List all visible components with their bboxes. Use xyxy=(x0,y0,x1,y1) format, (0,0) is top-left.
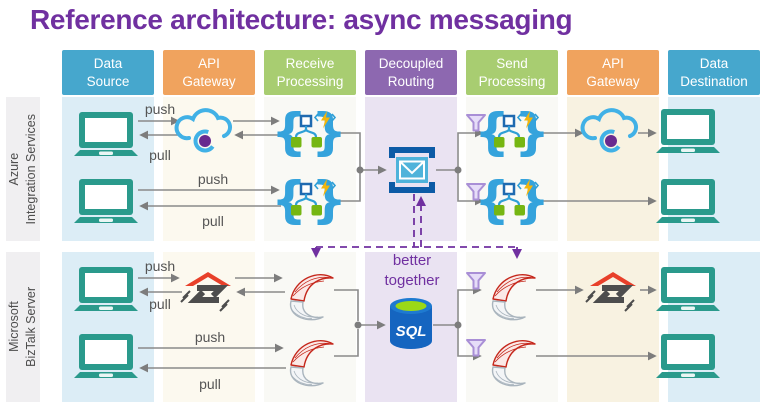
header-api-gateway: API Gateway xyxy=(163,50,255,95)
header-send-processing: Send Processing xyxy=(466,50,558,95)
biztalk-host-swoosh-icon xyxy=(491,273,536,321)
sql-server-database-icon: SQL xyxy=(390,298,432,349)
api-management-cloud-icon xyxy=(580,108,639,157)
flow-label-push: push xyxy=(197,171,229,187)
header-receive-processing: Receive Processing xyxy=(264,50,356,95)
header-data-source: Data Source xyxy=(62,50,154,95)
service-bus-envelope-icon xyxy=(392,150,432,190)
biztalk-host-swoosh-icon xyxy=(289,339,334,387)
logic-apps-functions-icon xyxy=(472,169,552,231)
laptop-icon xyxy=(74,267,138,311)
better-together-label: better together xyxy=(384,252,440,290)
logic-apps-functions-icon xyxy=(472,101,552,163)
filter-funnel-icon xyxy=(466,339,486,357)
flow-label-pull: pull xyxy=(149,147,171,163)
flow-label-push: push xyxy=(144,101,176,117)
laptop-icon xyxy=(656,109,720,153)
laptop-icon xyxy=(74,112,138,156)
header-data-destination: Data Destination xyxy=(668,50,760,95)
row-label-azure-integration-services: Azure Integration Services xyxy=(6,97,40,241)
flow-label-push: push xyxy=(194,329,226,345)
junction-dots xyxy=(354,166,462,329)
column-strip-api-gateway-2 xyxy=(567,97,659,241)
flow-label-pull: pull xyxy=(202,213,224,229)
page-title: Reference architecture: async messaging xyxy=(30,4,573,35)
header-api-gateway-2: API Gateway xyxy=(567,50,659,95)
biztalk-server-logo-icon xyxy=(586,272,636,311)
flow-label-pull: pull xyxy=(199,376,221,392)
laptop-icon xyxy=(656,267,720,311)
laptop-icon xyxy=(656,179,720,223)
laptop-icon xyxy=(74,334,138,378)
logic-apps-functions-icon xyxy=(269,169,349,231)
header-decoupled-routing: Decoupled Routing xyxy=(365,50,457,95)
sql-label: SQL xyxy=(396,323,427,340)
biztalk-host-swoosh-icon xyxy=(491,339,536,387)
biztalk-host-swoosh-icon xyxy=(289,273,334,321)
laptop-icon xyxy=(74,179,138,223)
connector-lines xyxy=(138,116,657,373)
filter-funnel-icon xyxy=(466,272,486,290)
row-label-microsoft-biztalk-server: Microsoft BizTalk Server xyxy=(6,252,40,402)
better-together-connector xyxy=(311,194,522,259)
laptop-icon xyxy=(656,334,720,378)
flow-label-pull: pull xyxy=(149,296,171,312)
flow-label-push: push xyxy=(144,258,176,274)
logic-apps-functions-icon xyxy=(269,101,349,163)
